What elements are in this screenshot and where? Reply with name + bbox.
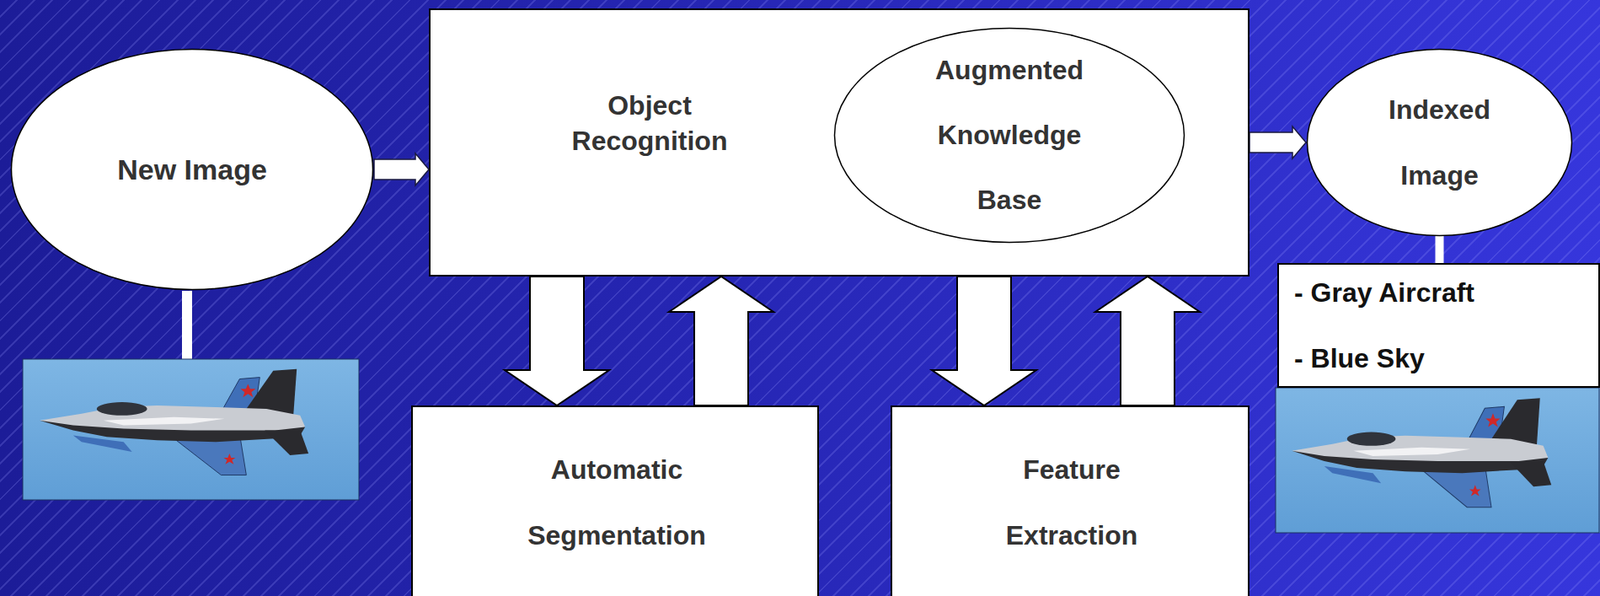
output-ellipse: Indexed Image [1305,48,1574,237]
text-area: Augmented Knowledge Base [833,26,1186,244]
tag-text: - Gray Aircraft [1294,276,1475,309]
tag-text: - Blue Sky [1294,342,1425,375]
knowledge-ellipse: Augmented Knowledge Base [833,26,1186,244]
block-arrow [1249,126,1306,159]
process-box: Automatic Segmentation [411,405,819,596]
text-area: New Image [10,48,375,291]
connector-stroke [1435,235,1445,264]
photo-frame [1275,387,1600,533]
leader-line [181,290,193,359]
node-label: Object Recognition [535,88,764,159]
aircraft-photo [1275,387,1600,533]
block-arrow [931,276,1037,406]
block-arrow [504,276,610,406]
block-arrow [1095,276,1200,406]
text-area: - Gray Aircraft - Blue Sky [1294,264,1590,386]
text-area: Indexed Image [1305,48,1574,237]
photo-frame [22,358,359,500]
ellipse-outline [1305,48,1574,237]
node-label: New Image [117,152,268,188]
text-area: Automatic Segmentation [412,406,821,596]
aircraft-photo [22,358,359,500]
connector-line [1439,235,1440,264]
block-arrow [374,153,429,186]
node-label: Augmented Knowledge Base [916,37,1103,232]
text-area: Feature Extraction [892,406,1252,596]
process-box: Object Recognition Augmented Knowledge Ba… [428,8,1250,277]
input-ellipse: New Image [10,48,375,291]
block-arrow [668,276,774,406]
text-area: Object Recognition [523,10,776,238]
process-box: Feature Extraction [890,405,1250,596]
node-label: Feature Extraction [966,436,1178,569]
node-label: Indexed Image [1359,76,1520,209]
tag-box: - Gray Aircraft - Blue Sky [1277,262,1600,388]
node-label: Automatic Segmentation [494,436,739,569]
